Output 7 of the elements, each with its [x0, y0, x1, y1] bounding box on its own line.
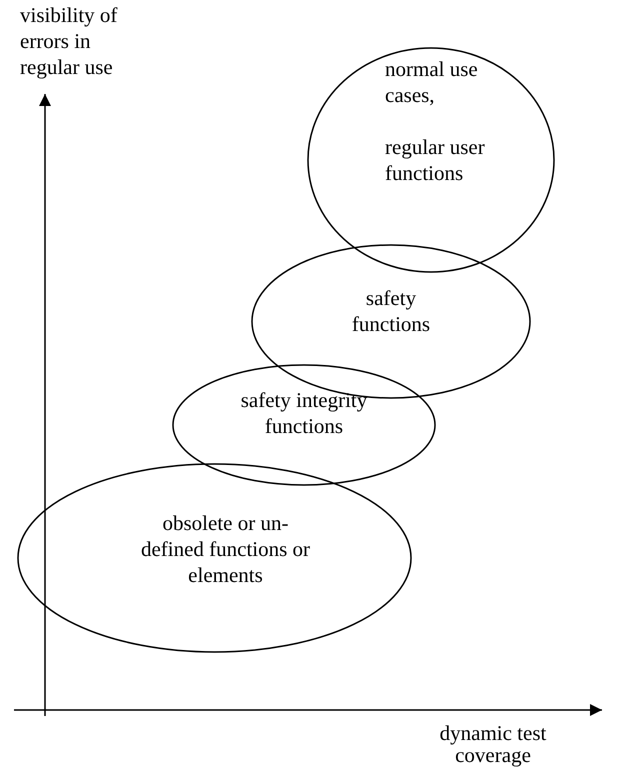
axis-label: visibility of errors in regular use	[20, 2, 118, 80]
ellipse-text: safety functions	[350, 285, 432, 337]
ellipse-text: regular user functions	[385, 134, 486, 186]
ellipse-text: safety integrity functions	[240, 387, 368, 439]
ellipse-text: obsolete or un- defined functions or elements	[140, 510, 312, 588]
ellipse-text: normal use cases,	[385, 56, 479, 108]
axis-label: dynamic test coverage	[438, 722, 548, 766]
